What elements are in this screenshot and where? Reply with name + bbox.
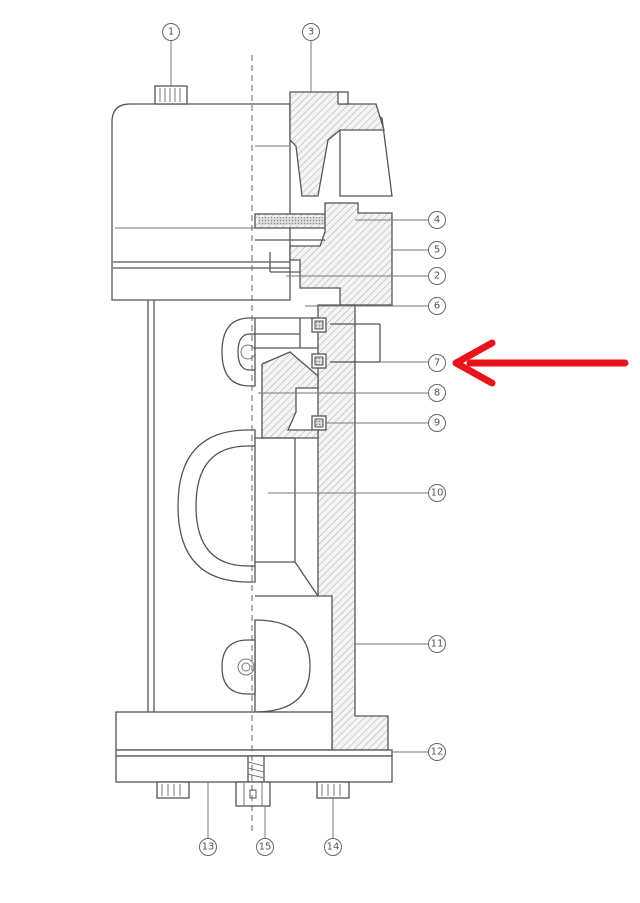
svg-text:5: 5 [434,245,440,256]
middle-loop [177,429,319,597]
svg-text:13: 13 [202,842,215,853]
bottom-half-disc [221,619,311,713]
callout-2: 2 [428,267,446,285]
svg-text:6: 6 [434,301,440,312]
red-pointer-arrow [452,339,629,387]
cylinder-body [147,300,155,716]
svg-text:11: 11 [431,639,444,650]
center-drain-plug [235,755,271,807]
callout-3: 3 [302,23,320,41]
seal-area-lines [255,317,381,363]
cylinder-wall-section [317,304,389,751]
svg-text:2: 2 [434,271,440,282]
central-hub-section [289,202,393,306]
upper-loop [221,317,256,387]
callout-13: 13 [199,838,217,856]
seal-rings [311,317,327,431]
top-cap-nut [337,91,349,105]
top-screw [154,85,188,105]
callout-1: 1 [162,23,180,41]
svg-text:8: 8 [434,388,440,399]
svg-text:15: 15 [259,842,272,853]
callout-12: 12 [428,743,446,761]
callout-9: 9 [428,414,446,432]
svg-text:7: 7 [434,358,440,369]
callout-15: 15 [256,838,274,856]
callout-11: 11 [428,635,446,653]
svg-text:1: 1 [168,27,174,38]
callout-10: 10 [428,484,446,502]
leader-lines [170,41,429,838]
callout-14: 14 [324,838,342,856]
svg-text:10: 10 [431,488,444,499]
base-screw-right [316,781,350,799]
spring-plate-fill [258,217,352,225]
callout-6: 6 [428,297,446,315]
svg-text:14: 14 [327,842,340,853]
svg-text:3: 3 [308,27,314,38]
callout-8: 8 [428,384,446,402]
base-screw-left [156,781,190,799]
svg-text:9: 9 [434,418,440,429]
callout-4: 4 [428,211,446,229]
callout-7: 7 [428,354,446,372]
svg-text:4: 4 [434,215,440,226]
callout-5: 5 [428,241,446,259]
valve-plug-section [261,351,319,439]
svg-text:12: 12 [431,747,444,758]
